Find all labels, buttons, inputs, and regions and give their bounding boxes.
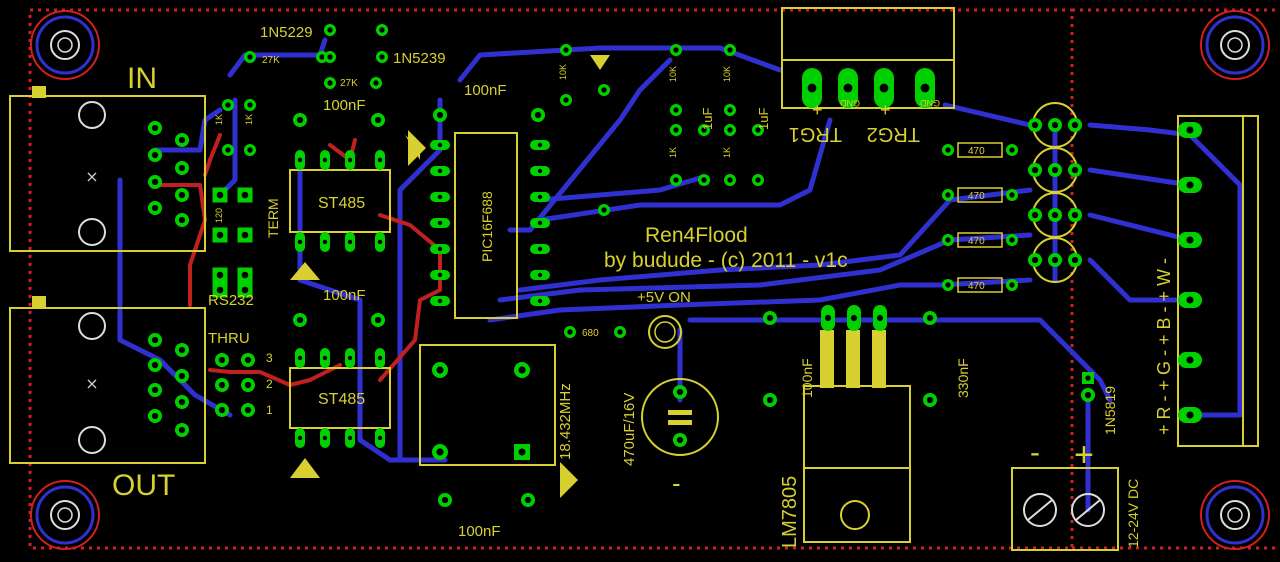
power-minus-label: - [1030, 436, 1040, 469]
board-outline [28, 8, 1074, 550]
r10k-b-label: 10K [668, 66, 678, 82]
rj45-jack-icon: × [9, 296, 206, 464]
crystal-icon [419, 344, 556, 466]
r470-label: 470 [968, 281, 985, 292]
led-icon [648, 315, 682, 349]
ic1-label: ST485 [318, 195, 365, 212]
power-label: 12-24V DC [1125, 479, 1141, 548]
led-power-label: +5V ON [637, 289, 691, 306]
r10k-c-label: 10K [722, 66, 732, 82]
thru-pin-3: 3 [266, 351, 273, 365]
trg2-plus: + [880, 100, 891, 120]
marker-triangle [290, 458, 320, 478]
c1uf-b-label: 1uF [756, 108, 771, 130]
regulator-label: LM7805 [779, 476, 801, 548]
elcap-minus: - [672, 468, 681, 498]
regulator-outline [803, 385, 911, 543]
credits-byline: by budude - (c) 2011 - v1c [604, 249, 848, 272]
ic2-label: ST485 [318, 391, 365, 408]
trg1-gnd: GND [840, 98, 861, 108]
mounting-hole-icon [1200, 480, 1270, 550]
rs232-label: RS232 [208, 292, 254, 309]
ic2-outline [289, 367, 391, 429]
r27k-b-label: 27K [340, 78, 358, 89]
r120-label: 120 [214, 208, 224, 223]
r470-label: 470 [968, 236, 985, 247]
c100nf-bot-label: 100nF [458, 523, 501, 540]
svg-text:×: × [85, 167, 98, 186]
trg2-gnd: GND [920, 98, 941, 108]
credits-title: Ren4Flood [645, 224, 748, 247]
c100nf-top-label: 100nF [323, 97, 366, 114]
mcu-outline [454, 132, 518, 319]
r1k-a-label: 1K [214, 114, 224, 125]
c100nf-mcu-label: 100nF [464, 82, 507, 99]
thru-pin-1: 1 [266, 403, 273, 417]
power-plus-label: + [1074, 436, 1094, 474]
trg-connector [781, 7, 955, 109]
c100nf-mid-label: 100nF [323, 287, 366, 304]
r470-label: 470 [968, 191, 985, 202]
led-resistors: 470 470 470 470 [957, 142, 1003, 293]
out-label: OUT [112, 469, 175, 502]
r1k-c-label: 1K [668, 147, 678, 158]
c330nf-label: 330nF [955, 358, 971, 398]
crystal-label: 18.432MHz [557, 383, 574, 460]
r10k-a-label: 10K [558, 64, 568, 80]
d3-label: 1N5819 [1102, 386, 1118, 435]
thru-pin-2: 2 [266, 377, 273, 391]
trg1-label: TRG1 [789, 123, 842, 145]
led-output-label: + R - + G - + B - + W - [1154, 258, 1174, 435]
electrolytic-capacitor [641, 378, 719, 456]
mounting-hole-icon [30, 10, 100, 80]
mounting-hole-icon [30, 480, 100, 550]
screw-terminal-icon [1011, 467, 1119, 551]
thru-label: THRU [208, 330, 250, 347]
mcu-label: PIC16F688 [479, 191, 495, 262]
r27k-a-label: 27K [262, 55, 280, 66]
term-label: TERM [265, 198, 281, 238]
d2-label: 1N5239 [393, 50, 446, 67]
svg-text:×: × [85, 374, 98, 393]
in-label: IN [127, 62, 157, 95]
mounting-hole-icon [1200, 10, 1270, 80]
r1k-d-label: 1K [722, 147, 732, 158]
elcap-label: 470uF/16V [621, 393, 638, 466]
jack-pads [148, 121, 189, 437]
led-output-connector [1177, 115, 1259, 447]
c100nf-reg-label: 100nF [799, 358, 815, 398]
trg1-plus: + [812, 100, 823, 120]
r1k-b-label: 1K [244, 114, 254, 125]
r470-label: 470 [968, 146, 985, 157]
ic1-outline [289, 169, 391, 233]
marker-triangle [290, 262, 320, 280]
trg2-label: TRG2 [867, 123, 920, 145]
component-pads [212, 24, 1202, 507]
c1uf-a-label: 1uF [700, 108, 715, 130]
d1-label: 1N5229 [260, 24, 313, 41]
r680-label: 680 [582, 328, 599, 339]
rj45-jack-icon: × [9, 86, 206, 252]
